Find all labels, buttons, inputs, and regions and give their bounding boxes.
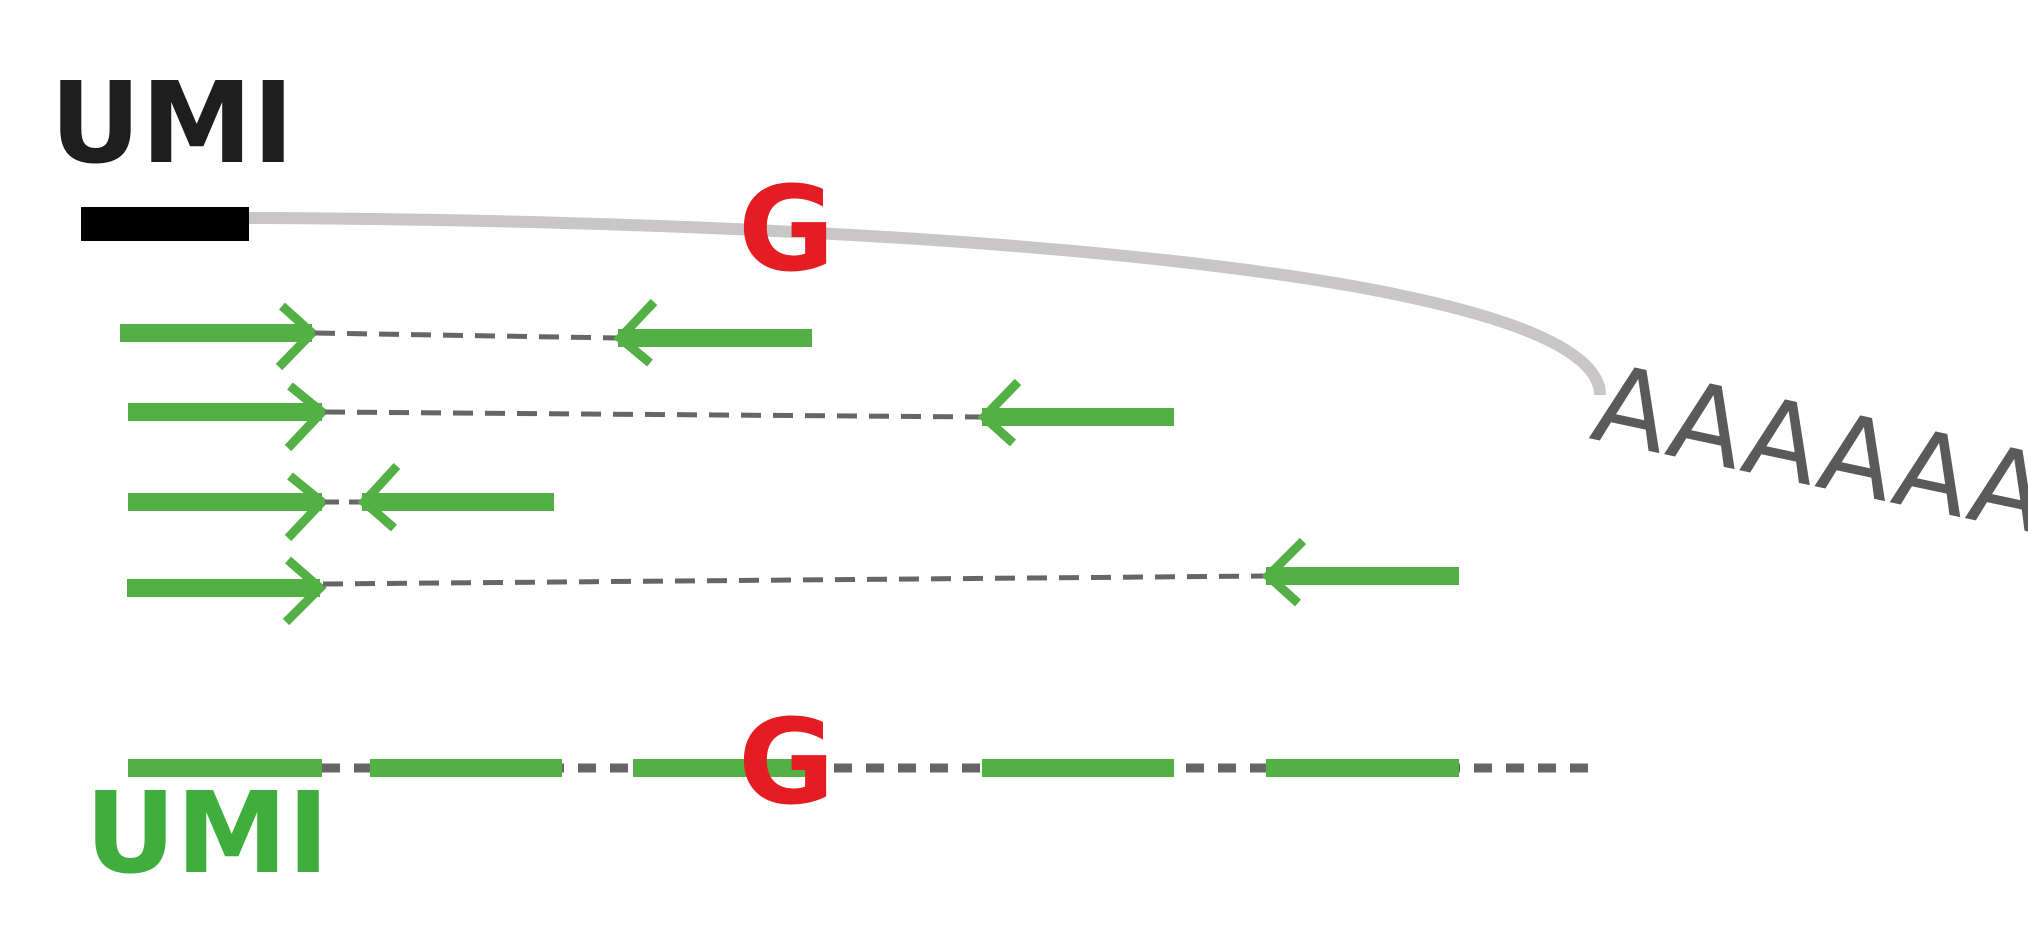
- read-pair-1-insert: [314, 330, 619, 341]
- read-pair-3-forward-arrowhead: [284, 472, 329, 542]
- read-pair-4-insert: [322, 573, 1267, 587]
- read-pair-3: [128, 462, 554, 542]
- read-pair-1: [120, 298, 812, 371]
- read-pair-2-reverse-arrowhead: [977, 378, 1022, 447]
- read-pair-2-insert: [324, 409, 983, 420]
- read-pair-2-forward-arrowhead: [284, 382, 329, 452]
- poly-a-label: AAAAAA: [1583, 341, 2028, 559]
- read-pair-4: [127, 537, 1459, 626]
- mutation-top-label: G: [738, 160, 835, 298]
- read-pair-4-reverse-arrowhead: [1261, 537, 1307, 607]
- mutation-bottom-label: G: [738, 693, 835, 831]
- read-pair-3-reverse-arrowhead: [357, 462, 401, 532]
- umi-top-label: UMI: [50, 59, 294, 189]
- umi-bar: [81, 207, 249, 241]
- umi-bottom-label: UMI: [85, 769, 329, 899]
- read-pair-2: [128, 378, 1174, 452]
- read-pair-1-forward-arrowhead: [275, 302, 319, 371]
- read-pair-1-reverse-arrowhead: [613, 298, 658, 367]
- transcript-curve: [239, 212, 1606, 396]
- read-pair-4-forward-arrowhead: [282, 556, 327, 626]
